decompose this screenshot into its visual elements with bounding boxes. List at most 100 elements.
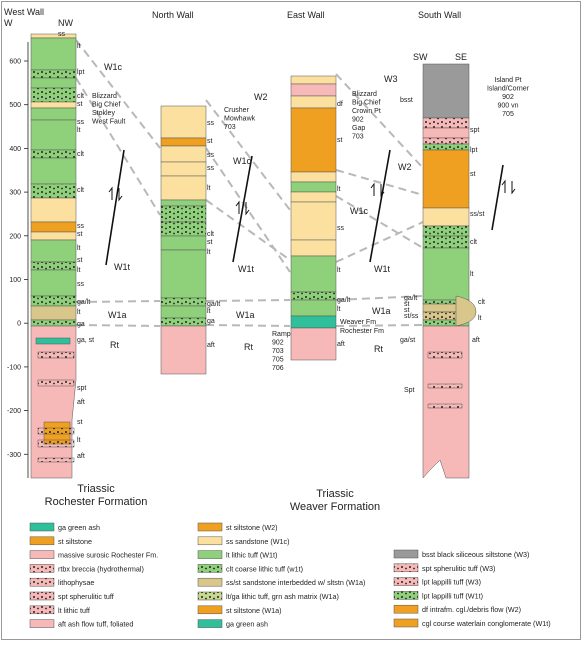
column-label: ss — [207, 165, 215, 172]
east-fault-line — [369, 149, 391, 263]
strat-layer — [30, 269, 77, 297]
south-pit-annotation: Island Pt — [494, 77, 521, 84]
weaver-formation-line2: Weaver Formation — [290, 501, 380, 513]
axis-tick-label: 400 — [9, 146, 21, 153]
weaver-formation-line1: Triassic — [316, 488, 354, 500]
strat-layer — [30, 77, 77, 89]
strat-layer — [160, 325, 207, 375]
clast-texture — [31, 262, 76, 270]
strat-layer — [290, 171, 337, 183]
column-label: ga — [207, 318, 215, 325]
clast-texture — [428, 404, 462, 408]
west-pit-annotation: Big Chief — [92, 102, 120, 109]
strat-layer — [290, 327, 337, 361]
column-label: ss — [207, 152, 215, 159]
strat-layer — [160, 105, 207, 139]
strat-layer — [30, 119, 77, 151]
column-label: ss — [207, 120, 215, 127]
axis-tick-label: 0 — [17, 321, 21, 328]
column-label: st — [77, 101, 83, 108]
strat-layer — [35, 337, 71, 345]
south-pit-annotation: 900 vn — [497, 103, 518, 110]
column-label: spt — [470, 127, 479, 134]
clast-texture — [161, 298, 206, 306]
south-wall-sw-label: SW — [413, 52, 428, 62]
west-zone-rt: Rt — [110, 340, 119, 350]
column-label: lt — [77, 127, 81, 134]
legend-weaver-swatch — [197, 605, 223, 615]
legend-weaver-label: st siltstone (W2) — [226, 523, 278, 532]
west-zone-w1c: W1c — [104, 62, 123, 72]
legend-rochester-label: aft ash flow tuff, foliated — [58, 620, 133, 629]
strat-layer — [290, 107, 337, 173]
strat-layer — [30, 37, 77, 71]
column-label: clt — [207, 231, 214, 238]
legend-rochester-swatch — [29, 522, 55, 532]
column-label: lpt — [470, 147, 477, 154]
legend-weaver-upper-label: lpt lappilli tuff (W1t) — [422, 591, 483, 600]
column-label: ss — [77, 119, 85, 126]
strat-layer — [30, 157, 77, 185]
strat-layer — [290, 191, 337, 203]
east-pit-annotation: Blizzard — [352, 91, 377, 98]
south-pit-annotation: Island/Corner — [487, 86, 530, 93]
south-pit-annotation: 705 — [502, 111, 514, 118]
legend-weaver-label: clt coarse lithic tuff (w1t) — [226, 564, 303, 573]
east-pit-annotation: 902 — [352, 117, 364, 124]
column-label: bsst — [400, 97, 413, 104]
strat-layer — [30, 107, 77, 121]
clast-texture — [428, 384, 462, 388]
axis-tick-label: -200 — [7, 408, 21, 415]
strat-layer — [422, 149, 470, 209]
column-label: lt — [337, 186, 341, 193]
ramp-annotation: 706 — [272, 365, 284, 372]
clast-texture — [423, 320, 469, 326]
column-label: clt — [77, 93, 84, 100]
column-label: st — [77, 257, 83, 264]
west-zone-w1a: W1a — [108, 310, 127, 320]
strat-layer — [290, 95, 337, 109]
strat-layer — [160, 175, 207, 201]
west-fault-arrow — [108, 186, 123, 202]
legend-weaver-swatch — [197, 550, 223, 559]
north-wall-title: North Wall — [152, 10, 194, 20]
clast-texture — [31, 70, 76, 78]
column-label: lt — [77, 309, 81, 316]
ramp-annotation: 703 — [272, 348, 284, 355]
strat-layer — [290, 239, 337, 257]
strat-layer — [160, 137, 207, 147]
strat-layer — [160, 161, 207, 177]
legend-rochester-swatch-texture — [30, 578, 54, 587]
east-zone-w1a: W1a — [372, 306, 391, 316]
column-label: lt — [470, 271, 474, 278]
strat-layer — [30, 101, 77, 109]
column-label: ss — [337, 225, 345, 232]
strat-layer — [290, 75, 337, 85]
east-pit-annotation: Big Chief — [352, 100, 380, 107]
axis-tick-label: 200 — [9, 233, 21, 240]
west-wall-nw-label: NW — [58, 18, 73, 28]
column-label: lpt — [77, 69, 84, 76]
strat-layer — [422, 127, 470, 139]
clast-texture — [423, 144, 469, 150]
column-label: ga/lt — [207, 301, 220, 308]
strat-layer — [422, 207, 470, 227]
clast-texture — [423, 138, 469, 144]
strat-layer — [30, 33, 77, 39]
strat-layer — [290, 201, 337, 241]
strat-layer — [160, 235, 207, 251]
west-wall-title: West Wall — [4, 7, 44, 17]
strat-layer — [290, 83, 337, 97]
column-label: ga/lt — [404, 295, 417, 302]
column-label: ga/st — [400, 337, 415, 344]
north-pit-annotation: 703 — [224, 124, 236, 131]
east-zone-rt: Rt — [374, 344, 383, 354]
rochester-fm-label: Rochester Fm — [340, 328, 384, 335]
north-fault-arrow — [235, 200, 250, 216]
legend-rochester-label: ga green ash — [58, 523, 100, 532]
clast-texture — [38, 352, 74, 358]
axis-tick-label: 300 — [9, 190, 21, 197]
